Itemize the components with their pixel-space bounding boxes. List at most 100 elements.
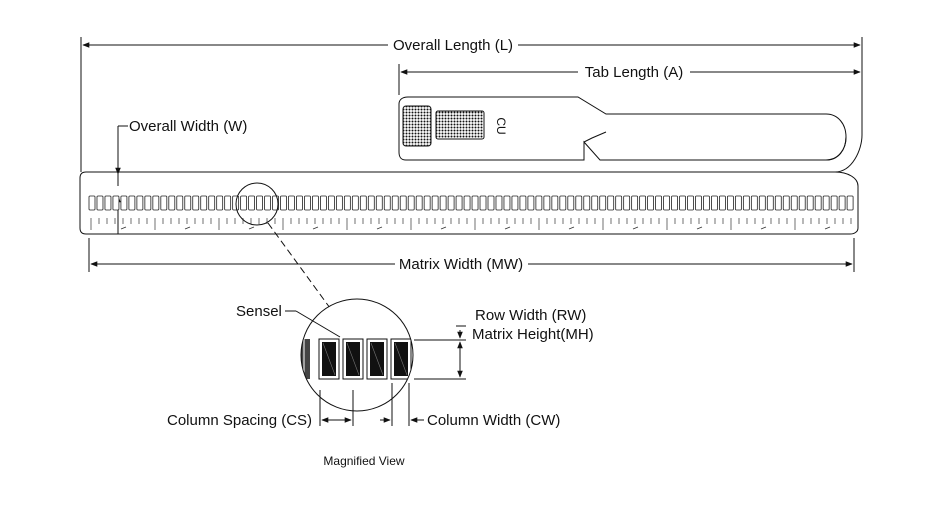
sensel xyxy=(272,195,279,211)
sensel xyxy=(399,195,407,211)
sensel xyxy=(320,195,327,211)
sensel xyxy=(224,195,232,211)
magnified-view-caption: Magnified View xyxy=(323,454,404,468)
sensel xyxy=(599,195,607,211)
sensel xyxy=(351,195,359,211)
connector-pad-rect xyxy=(435,110,485,140)
sensel xyxy=(312,195,319,211)
tab-logo: CU xyxy=(494,117,508,134)
sensel xyxy=(615,195,623,211)
sensel xyxy=(327,195,335,211)
sensel-hatch xyxy=(370,342,384,376)
tab-length-label: Tab Length (A) xyxy=(585,64,683,81)
magnifier xyxy=(235,182,414,412)
tab-length-dimension: Tab Length (A) xyxy=(398,64,861,95)
sensel xyxy=(391,195,399,211)
sensel xyxy=(96,195,104,211)
sensel xyxy=(280,195,287,211)
trace-mark xyxy=(120,226,127,230)
sensel xyxy=(575,195,583,211)
sensel xyxy=(120,195,128,211)
trace-mark xyxy=(824,226,831,230)
sensel xyxy=(296,195,303,211)
magnify-leader xyxy=(267,222,331,309)
column-spacing-dimension: Column Spacing (CS) xyxy=(167,390,354,429)
sensel xyxy=(176,195,184,211)
sensel xyxy=(519,195,527,211)
row-height-dimension: Row Width (RW) Matrix Height(MH) xyxy=(414,307,594,380)
overall-length-label: Overall Length (L) xyxy=(393,37,513,54)
sensel xyxy=(112,195,120,211)
sensel xyxy=(487,195,495,211)
sensel xyxy=(798,195,806,211)
sensel xyxy=(551,195,559,211)
sensel xyxy=(511,195,519,211)
overall-width-dimension: Overall Width (W) xyxy=(115,118,247,234)
trace-markings xyxy=(90,218,852,230)
sensel xyxy=(495,195,503,211)
sensel xyxy=(814,195,822,211)
trace-mark xyxy=(504,226,511,230)
sensel xyxy=(208,195,216,211)
sensel xyxy=(471,195,479,211)
matrix-width-label: Matrix Width (MW) xyxy=(399,256,523,273)
sensel-label: Sensel xyxy=(236,303,282,320)
sensel xyxy=(455,195,463,211)
sensel xyxy=(463,195,471,211)
sensel xyxy=(727,195,734,211)
sensel xyxy=(671,195,678,211)
sensel-row xyxy=(88,195,854,211)
sensel-callout: Sensel xyxy=(236,303,341,338)
sensor-strip xyxy=(79,171,859,235)
sensel xyxy=(256,195,263,211)
matrix-width-dimension: Matrix Width (MW) xyxy=(88,238,855,273)
sensel xyxy=(631,195,639,211)
sensel xyxy=(535,195,543,211)
sensel xyxy=(264,195,271,211)
trace-mark xyxy=(376,226,383,230)
column-width-dimension: Column Width (CW) xyxy=(380,383,560,429)
sensel xyxy=(750,195,758,211)
sensel xyxy=(479,195,487,211)
sensel-hatch xyxy=(322,342,336,376)
matrix-height-label: Matrix Height(MH) xyxy=(472,326,594,343)
sensel xyxy=(647,195,654,211)
trace-mark xyxy=(440,226,447,230)
magnify-source-circle xyxy=(235,182,279,226)
sensel xyxy=(734,195,742,211)
sensel xyxy=(431,195,439,211)
sensel xyxy=(192,195,200,211)
sensor-tab: CU xyxy=(398,96,863,173)
sensel xyxy=(152,195,160,211)
sensel xyxy=(703,195,710,211)
trace-mark xyxy=(568,226,575,230)
sensel xyxy=(838,195,846,211)
sensel xyxy=(623,195,631,211)
sensel xyxy=(719,195,726,211)
trace-mark xyxy=(696,226,703,230)
sensel xyxy=(359,195,367,211)
sensel xyxy=(184,195,192,211)
trace-mark xyxy=(312,226,319,230)
sensel xyxy=(687,195,694,211)
sensel xyxy=(790,195,798,211)
sensel xyxy=(200,195,208,211)
sensel xyxy=(607,195,615,211)
trace-mark xyxy=(248,226,255,230)
sensel xyxy=(655,195,662,211)
connector-pad-square xyxy=(402,105,432,147)
sensel-hatch xyxy=(346,342,360,376)
sensel xyxy=(567,195,575,211)
column-spacing-label: Column Spacing (CS) xyxy=(167,412,312,429)
overall-width-label: Overall Width (W) xyxy=(129,118,247,135)
trace-mark xyxy=(760,226,767,230)
sensel xyxy=(591,195,599,211)
trace-mark xyxy=(632,226,639,230)
sensel xyxy=(439,195,447,211)
sensel xyxy=(711,195,718,211)
sensel xyxy=(695,195,702,211)
sensel xyxy=(335,195,343,211)
sensel xyxy=(543,195,551,211)
